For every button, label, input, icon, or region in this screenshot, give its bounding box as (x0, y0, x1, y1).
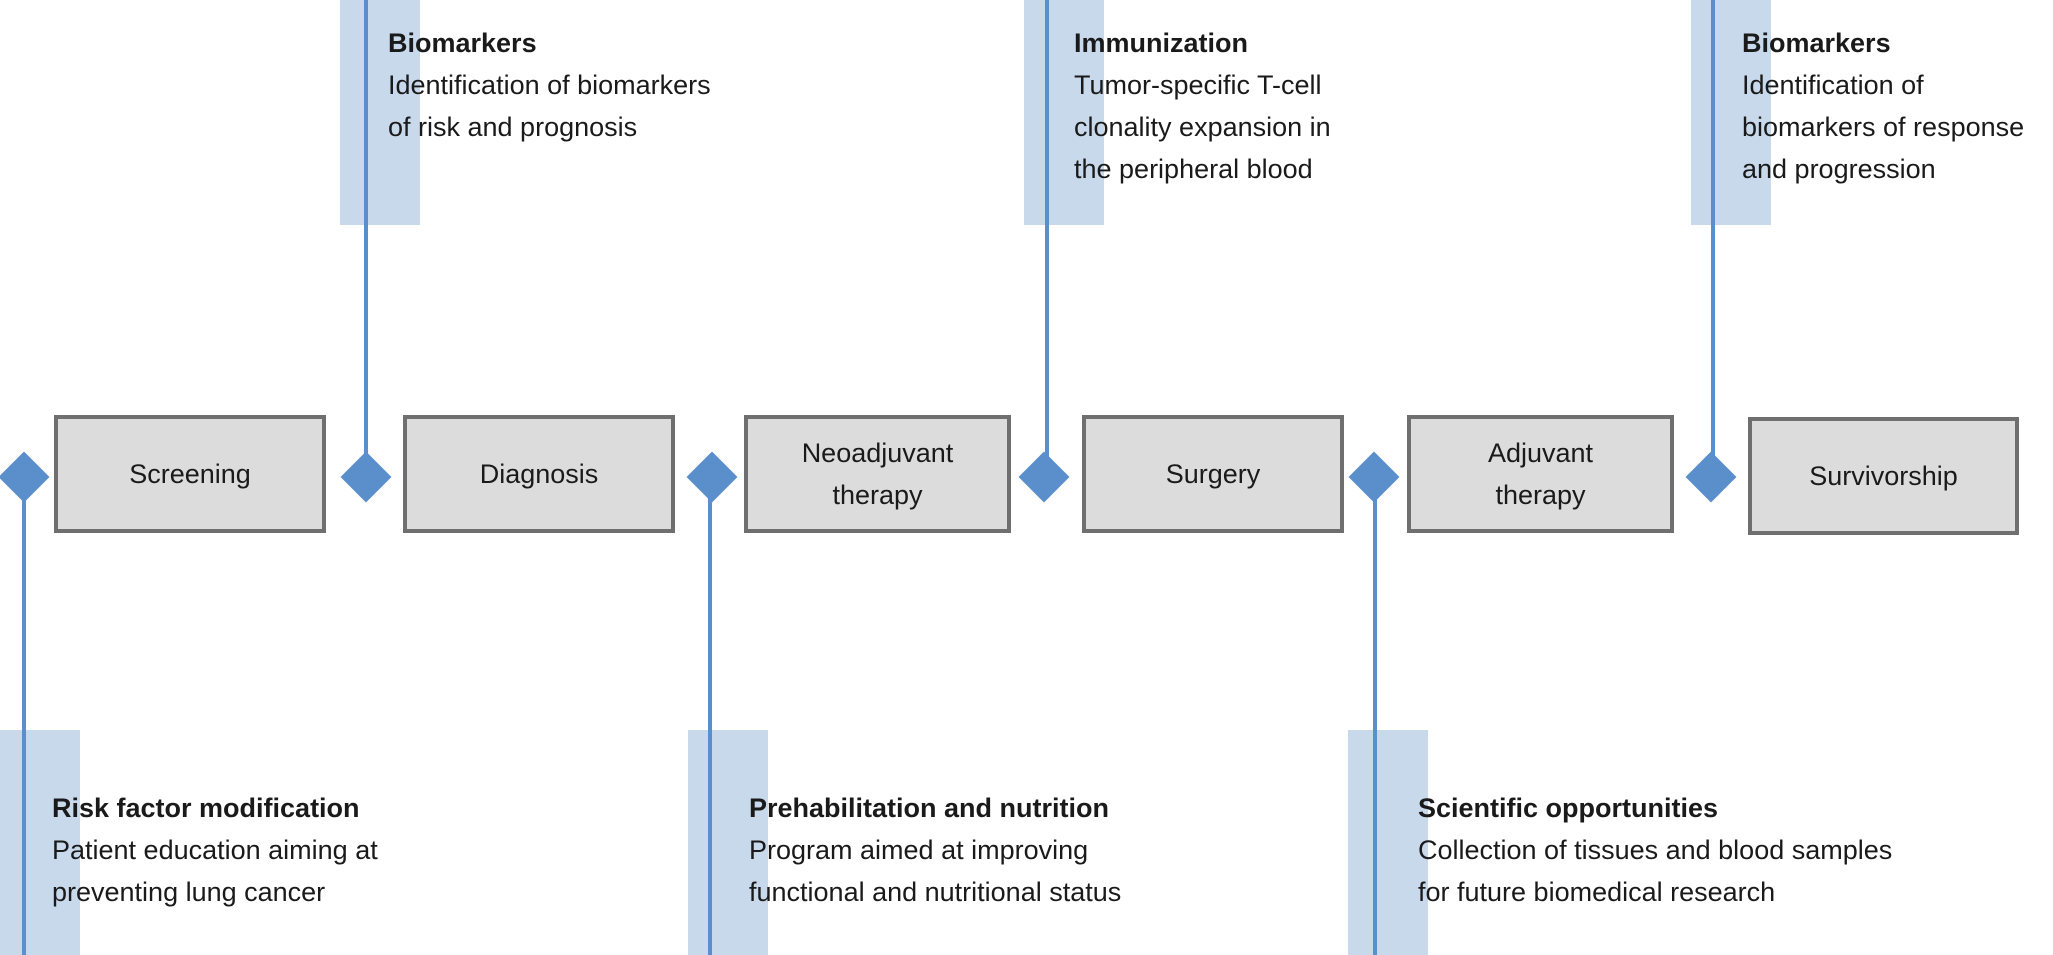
connector-line-top-2 (1045, 0, 1049, 462)
step-surgery: Surgery (1082, 415, 1344, 533)
connector-line-top-1 (364, 0, 368, 462)
milestone-diamond-6 (1685, 451, 1737, 503)
milestone-diamond-1 (0, 451, 50, 503)
callout-body: Collection of tissues and blood samples … (1418, 835, 1893, 907)
step-neoadjuvant-therapy: Neoadjuvant therapy (744, 415, 1011, 533)
callout-body: Patient education aiming at preventing l… (52, 835, 378, 907)
callout-body: Identification of biomarkers of response… (1742, 70, 2025, 184)
milestone-diamond-4 (1018, 451, 1070, 503)
callout-top-biomarkers-risk: Biomarkers Identification of biomarkers … (388, 22, 711, 148)
step-adjuvant-therapy: Adjuvant therapy (1407, 415, 1674, 533)
milestone-diamond-3 (686, 451, 738, 503)
milestone-diamond-5 (1348, 451, 1400, 503)
step-survivorship: Survivorship (1748, 417, 2019, 535)
callout-title: Biomarkers (388, 28, 537, 58)
callout-title: Biomarkers (1742, 28, 1891, 58)
callout-title: Prehabilitation and nutrition (749, 793, 1109, 823)
callout-top-biomarkers-response: Biomarkers Identification of biomarkers … (1742, 22, 2024, 190)
callout-title: Scientific opportunities (1418, 793, 1719, 823)
callout-body: Identification of biomarkers of risk and… (388, 70, 711, 142)
callout-top-immunization: Immunization Tumor-specific T-cell clona… (1074, 22, 1331, 190)
connector-line-bottom-1 (22, 490, 26, 955)
step-diagnosis: Diagnosis (403, 415, 675, 533)
connector-line-bottom-3 (1373, 490, 1377, 955)
callout-bottom-risk-factor: Risk factor modification Patient educati… (52, 787, 378, 913)
callout-title: Risk factor modification (52, 793, 360, 823)
callout-band-bottom-1 (0, 730, 80, 955)
callout-band-top-3 (1691, 0, 1771, 225)
callout-band-bottom-2 (688, 730, 768, 955)
milestone-diamond-2 (340, 451, 392, 503)
callout-band-bottom-3 (1348, 730, 1428, 955)
callout-band-top-2 (1024, 0, 1104, 225)
connector-line-top-3 (1711, 0, 1715, 462)
callout-bottom-prehabilitation: Prehabilitation and nutrition Program ai… (749, 787, 1121, 913)
callout-band-top-1 (340, 0, 420, 225)
callout-title: Immunization (1074, 28, 1248, 58)
connector-line-bottom-2 (708, 490, 712, 955)
callout-bottom-scientific: Scientific opportunities Collection of t… (1418, 787, 1892, 913)
callout-body: Program aimed at improving functional an… (749, 835, 1122, 907)
callout-body: Tumor-specific T-cell clonality expansio… (1074, 70, 1331, 184)
step-screening: Screening (54, 415, 326, 533)
